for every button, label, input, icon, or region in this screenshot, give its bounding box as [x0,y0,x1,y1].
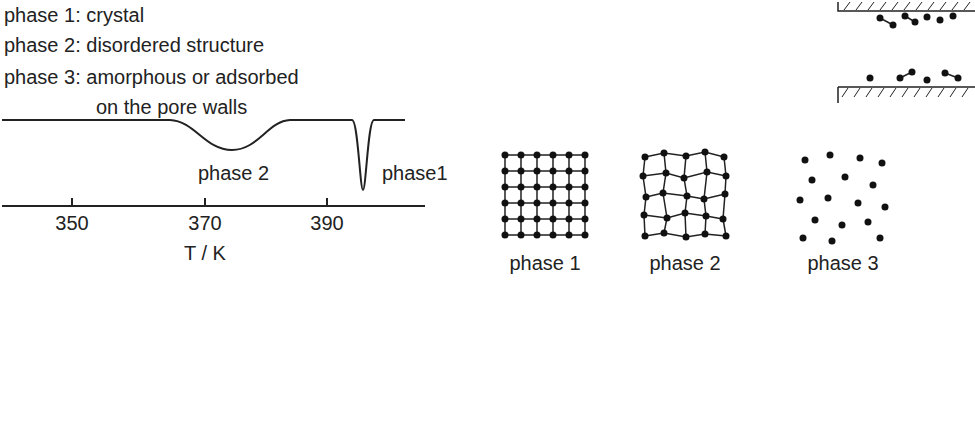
picture-label: phase 2 [649,248,720,278]
disordered-grid [640,149,730,241]
legend-text: phase 3: amorphous or adsorbed on the po… [4,62,309,122]
legend-text: phase 2: disordered structure [4,30,264,60]
tick-label: 390 [310,208,343,238]
picture-label: phase 1 [509,248,580,278]
picture-label: phase 3 [807,248,878,278]
axis-title: T / K [184,238,226,268]
amorphous-dots [797,152,889,245]
axis-line [2,198,425,206]
curve-label: phase1 [382,158,448,188]
curve-label: phase 2 [198,158,269,188]
legend-text: phase 1: crystal [4,0,144,30]
crystal-grid [502,152,589,239]
tick-label: 350 [55,208,88,238]
pore-walls [838,2,975,103]
dsc-curve [2,120,405,190]
tick-label: 370 [188,208,221,238]
